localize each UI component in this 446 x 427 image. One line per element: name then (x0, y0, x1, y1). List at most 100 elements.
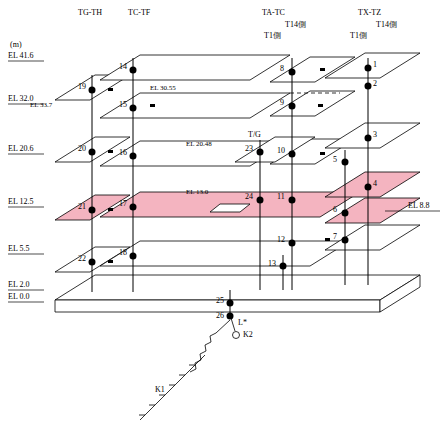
base-top (55, 275, 420, 300)
text-label: EL 20.6 (8, 144, 33, 153)
mass-points (89, 65, 372, 320)
spring-link (325, 238, 330, 241)
mass-dot (130, 253, 137, 260)
mass-dot (227, 300, 234, 307)
text-label: K2 (243, 330, 253, 339)
mass-dot (89, 149, 96, 156)
mass-dot (89, 87, 96, 94)
column-line (292, 58, 293, 290)
callout-number: 15 (119, 100, 127, 109)
spring-link (108, 260, 113, 263)
text-label: L* (238, 318, 247, 327)
mass-dot (365, 65, 372, 72)
callout-number: 18 (119, 248, 127, 257)
elevation-line (8, 290, 44, 291)
text-label: T1側 (264, 31, 281, 40)
mass-dot (257, 149, 264, 156)
mass-dot (130, 153, 137, 160)
floor-plate (325, 123, 420, 148)
callout-number: 24 (245, 192, 253, 201)
floor-opening (210, 204, 250, 212)
callout-number: 13 (268, 259, 276, 268)
mass-dot (89, 259, 96, 266)
elevation-line (8, 61, 44, 62)
mass-dot (342, 159, 349, 166)
callout-number: 10 (277, 146, 285, 155)
floor-plate (100, 55, 290, 80)
text-label: TC-TF (128, 8, 150, 17)
callout-number: 8 (280, 64, 284, 73)
spring-link (108, 150, 113, 153)
callout-number: 20 (78, 144, 86, 153)
callout-number: 21 (78, 202, 86, 211)
column-line (283, 255, 284, 290)
base-slab (55, 275, 420, 312)
floor-plate (325, 225, 420, 250)
mass-dot (289, 240, 296, 247)
floor-plate (100, 93, 290, 118)
mass-dot (289, 151, 296, 158)
floor-plate (235, 137, 315, 162)
text-label: K1 (155, 385, 165, 394)
text-label: T14側 (285, 20, 306, 29)
text-label: T1側 (350, 31, 367, 40)
callout-number: 23 (245, 144, 253, 153)
spring-links (108, 68, 330, 263)
mass-dot (257, 197, 264, 204)
spring-link (318, 104, 323, 107)
mass-dot (130, 105, 137, 112)
text-label: EL 0.0 (8, 292, 29, 301)
callout-number: 19 (78, 82, 86, 91)
dashed-edge (290, 93, 340, 94)
mass-dot (130, 67, 137, 74)
elevation-line (8, 302, 44, 303)
text-label: T14側 (376, 20, 397, 29)
floor-plate-highlight (325, 172, 420, 197)
mass-dot (130, 204, 137, 211)
text-label: EL 33.7 (30, 101, 52, 110)
text-label: EL 30.55 (150, 84, 176, 93)
columns (92, 58, 368, 316)
mass-dot (365, 83, 372, 90)
text-label: (m) (10, 40, 22, 49)
spring-k2 (233, 332, 240, 339)
floor-plate (270, 91, 355, 116)
soil-hatch (139, 365, 195, 415)
text-label: EL 8.8 (408, 201, 429, 210)
mass-dot (365, 184, 372, 191)
elevation-line (8, 207, 44, 208)
spring-link (320, 152, 325, 155)
callout-number: 6 (333, 205, 337, 214)
callout-number: 11 (277, 192, 285, 201)
callout-number: 25 (216, 296, 224, 305)
elevation-line (8, 154, 44, 155)
floor-plate-highlight (325, 198, 420, 223)
text-label: EL 32.0 (8, 94, 33, 103)
callout-number: 17 (119, 199, 127, 208)
floor-plate (100, 241, 350, 266)
callout-number: 4 (373, 179, 377, 188)
soil-springs (139, 318, 240, 420)
mass-dot (342, 210, 349, 217)
text-label: EL 2.0 (8, 280, 29, 289)
spring-k2-link (231, 318, 235, 331)
text-label: EL 13.0 (186, 188, 208, 197)
callout-number: 16 (119, 148, 127, 157)
text-label: EL 12.5 (8, 197, 33, 206)
column-line (260, 140, 261, 290)
callout-number: 14 (119, 62, 127, 71)
mass-dot (289, 103, 296, 110)
mass-dot (89, 207, 96, 214)
spring-k1 (190, 320, 230, 372)
text-label: TG-TH (78, 8, 102, 17)
text-label: T/G (248, 130, 261, 139)
mass-dot (280, 263, 287, 270)
callout-number: 12 (277, 235, 285, 244)
spring-link (320, 68, 325, 71)
callout-number: 1 (373, 60, 377, 69)
callout-number: 5 (333, 155, 337, 164)
elevation-lines (8, 61, 440, 302)
spring-link (108, 88, 113, 91)
text-label: EL 41.6 (8, 51, 33, 60)
